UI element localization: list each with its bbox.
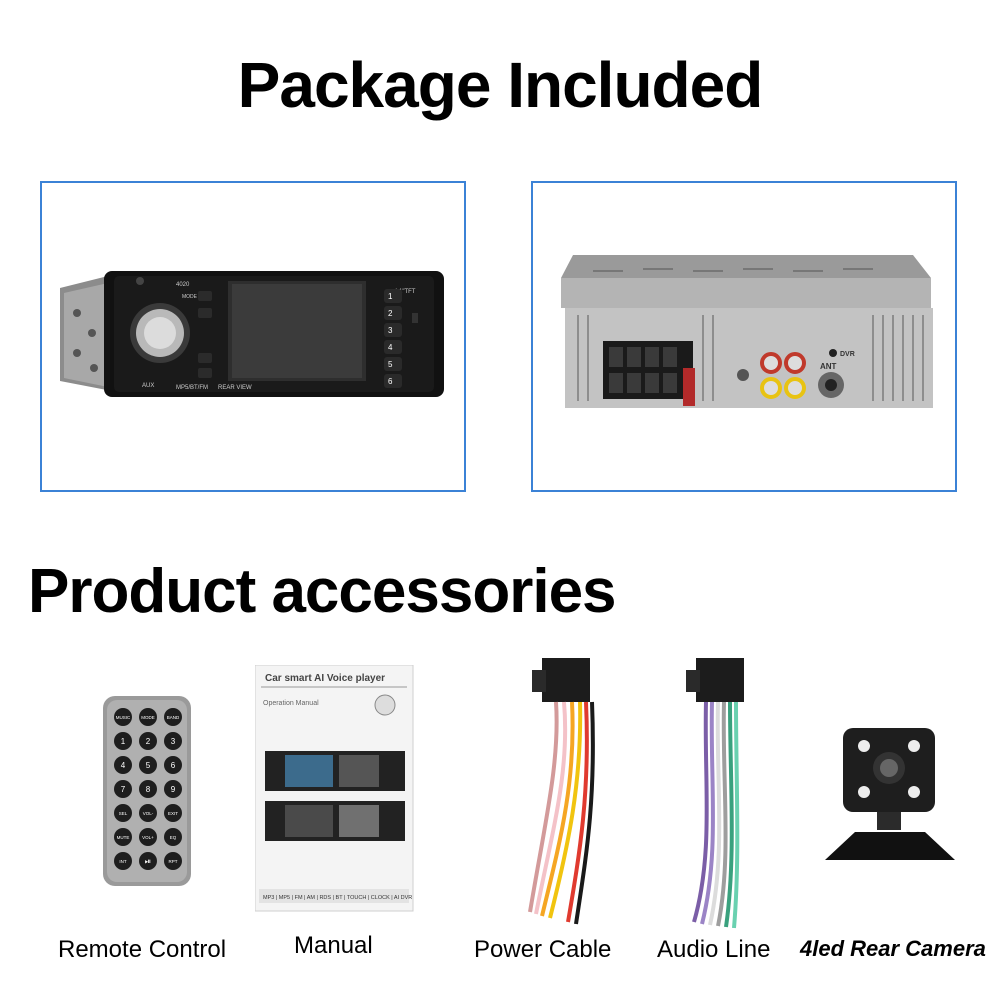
remote-key-label: BAND: [167, 715, 180, 720]
power-cable-image: [490, 652, 610, 939]
remote-key: [139, 708, 157, 726]
remote-key: [139, 804, 157, 822]
caption-audio-line: Audio Line: [657, 936, 771, 963]
remote-key: [139, 756, 157, 774]
remote-key-label: MUSIC: [116, 715, 131, 720]
ant-label: ANT: [820, 362, 837, 371]
remote-key-label: 3: [171, 737, 176, 746]
remote-key: [139, 732, 157, 750]
remote-key: [164, 852, 182, 870]
remote-key-label: 2: [146, 737, 151, 746]
remote-key: [164, 828, 182, 846]
car-radio-back-image: ANT DVR: [561, 255, 933, 408]
preset-2: 2: [388, 309, 393, 318]
remote-key-label: 4: [121, 761, 126, 770]
dvr-label: DVR: [840, 351, 855, 358]
preset-1: 1: [388, 292, 393, 301]
caption-power-cable: Power Cable: [474, 936, 612, 963]
remote-key: [164, 756, 182, 774]
model-label: 4020: [176, 282, 190, 288]
remote-key-label: SEL: [119, 811, 128, 816]
remote-key: [114, 708, 132, 726]
rear-camera-image: [815, 722, 965, 877]
remote-key: [114, 828, 132, 846]
remote-key: [114, 756, 132, 774]
remote-key-label: 6: [171, 761, 176, 770]
remote-key: [139, 780, 157, 798]
remote-key: [164, 732, 182, 750]
remote-key: [114, 804, 132, 822]
rear-view-label: REAR VIEW: [218, 385, 252, 391]
mp5-label: MP5/BT/FM: [176, 385, 208, 391]
preset-3: 3: [388, 326, 393, 335]
caption-remote-control: Remote Control: [58, 936, 227, 963]
car-radio-front-image: AUX 4020 MODE MP5/BT/FM REAR VIEW 4.1"TF…: [60, 271, 444, 397]
remote-key-label: 1: [121, 737, 126, 746]
manual-header: Car smart AI Voice player: [265, 673, 385, 684]
remote-key-label: MUTE: [117, 835, 130, 840]
remote-key-label: MODE: [141, 715, 155, 720]
audio-line-image: [674, 652, 764, 939]
preset-6: 6: [388, 377, 393, 386]
caption-rear-camera: 4led Rear Camera: [800, 936, 986, 961]
product-accessories-heading: Product accessories: [28, 557, 617, 626]
mode-label: MODE: [182, 294, 198, 300]
back-panel-image-frame: ANT DVR: [531, 181, 957, 492]
remote-key: [164, 780, 182, 798]
aux-label: AUX: [142, 383, 154, 389]
remote-key-label: 9: [171, 785, 176, 794]
preset-4: 4: [388, 343, 393, 352]
preset-5: 5: [388, 360, 393, 369]
remote-key: [164, 804, 182, 822]
remote-key-label: EXIT: [168, 811, 178, 816]
remote-key: [139, 828, 157, 846]
manual-image: Car smart AI Voice player Operation Manu…: [254, 664, 415, 918]
remote-key-label: VOL+: [142, 835, 154, 840]
remote-key-label: RPT: [169, 859, 178, 864]
caption-manual: Manual: [294, 932, 373, 959]
remote-key-label: VOL-: [143, 811, 154, 816]
remote-key: [139, 852, 157, 870]
remote-key: [164, 708, 182, 726]
package-included-heading: Package Included: [237, 49, 764, 121]
manual-subtitle: Operation Manual: [263, 700, 319, 707]
remote-key-label: 7: [121, 785, 126, 794]
remote-key-label: 5: [146, 761, 151, 770]
front-panel-image-frame: AUX 4020 MODE MP5/BT/FM REAR VIEW 4.1"TF…: [40, 181, 466, 492]
remote-key: [114, 852, 132, 870]
remote-key: [114, 732, 132, 750]
screen-size-label: 4.1"TFT: [394, 289, 416, 295]
manual-footer: MP3 | MP5 | FM | AM | RDS | BT | TOUCH |…: [263, 895, 412, 901]
remote-key-label: ⏯: [145, 857, 151, 866]
remote-key: [114, 780, 132, 798]
remote-key-label: INT: [119, 859, 127, 864]
remote-key-label: 8: [146, 785, 151, 794]
remote-key-label: EQ: [170, 835, 177, 840]
